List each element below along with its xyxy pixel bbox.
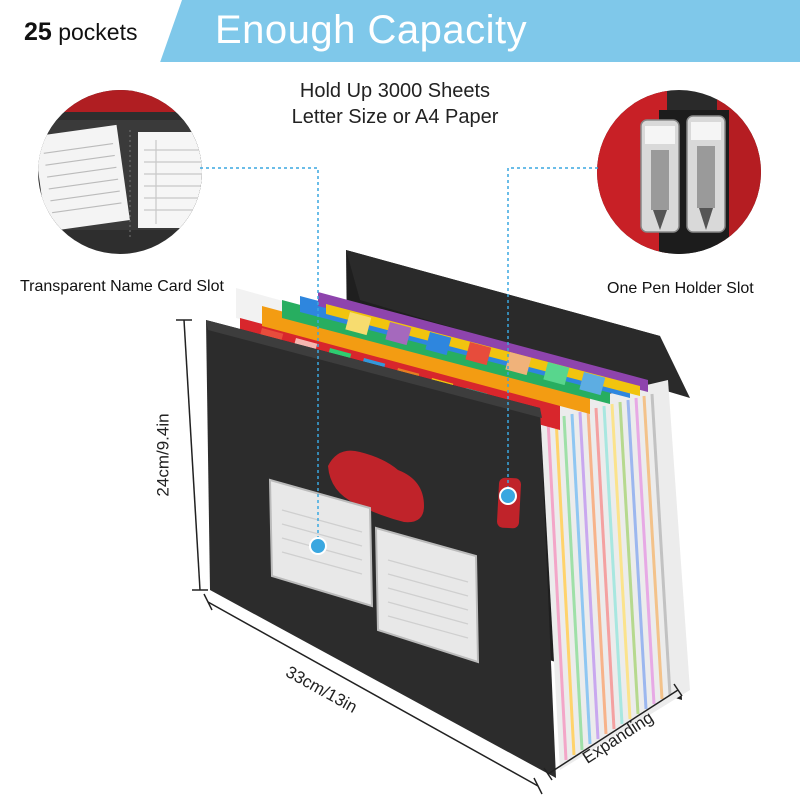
handle-cutout	[328, 450, 424, 523]
banner-title: Enough Capacity	[215, 8, 528, 52]
capacity-line-2: Letter Size or A4 Paper	[291, 106, 499, 128]
capacity-line-1: Hold Up 3000 Sheets	[299, 80, 491, 102]
pen-holder-detail	[597, 90, 761, 254]
pen-holder-slot-label: One Pen Holder Slot	[607, 280, 754, 297]
pen-holder-illustration	[597, 90, 761, 254]
pocket-word: pockets	[58, 19, 138, 45]
accordion-gussets	[540, 380, 690, 770]
pocket-badge	[0, 0, 182, 62]
dimension-lines	[176, 319, 683, 795]
name-card-slot-label: Transparent Name Card Slot	[20, 278, 224, 295]
callout-lines	[200, 167, 598, 540]
capacity-text: Hold Up 3000 Sheets Letter Size or A4 Pa…	[260, 78, 530, 130]
header-banner: 25 pockets Enough Capacity	[0, 0, 800, 62]
name-card-callout-dot	[309, 537, 327, 555]
pocket-count: 25	[24, 18, 52, 46]
height-dimension-label: 24cm/9.4in	[153, 413, 173, 497]
pocket-count-label: 25 pockets	[24, 18, 137, 47]
pen-holder-callout-dot	[499, 487, 517, 505]
